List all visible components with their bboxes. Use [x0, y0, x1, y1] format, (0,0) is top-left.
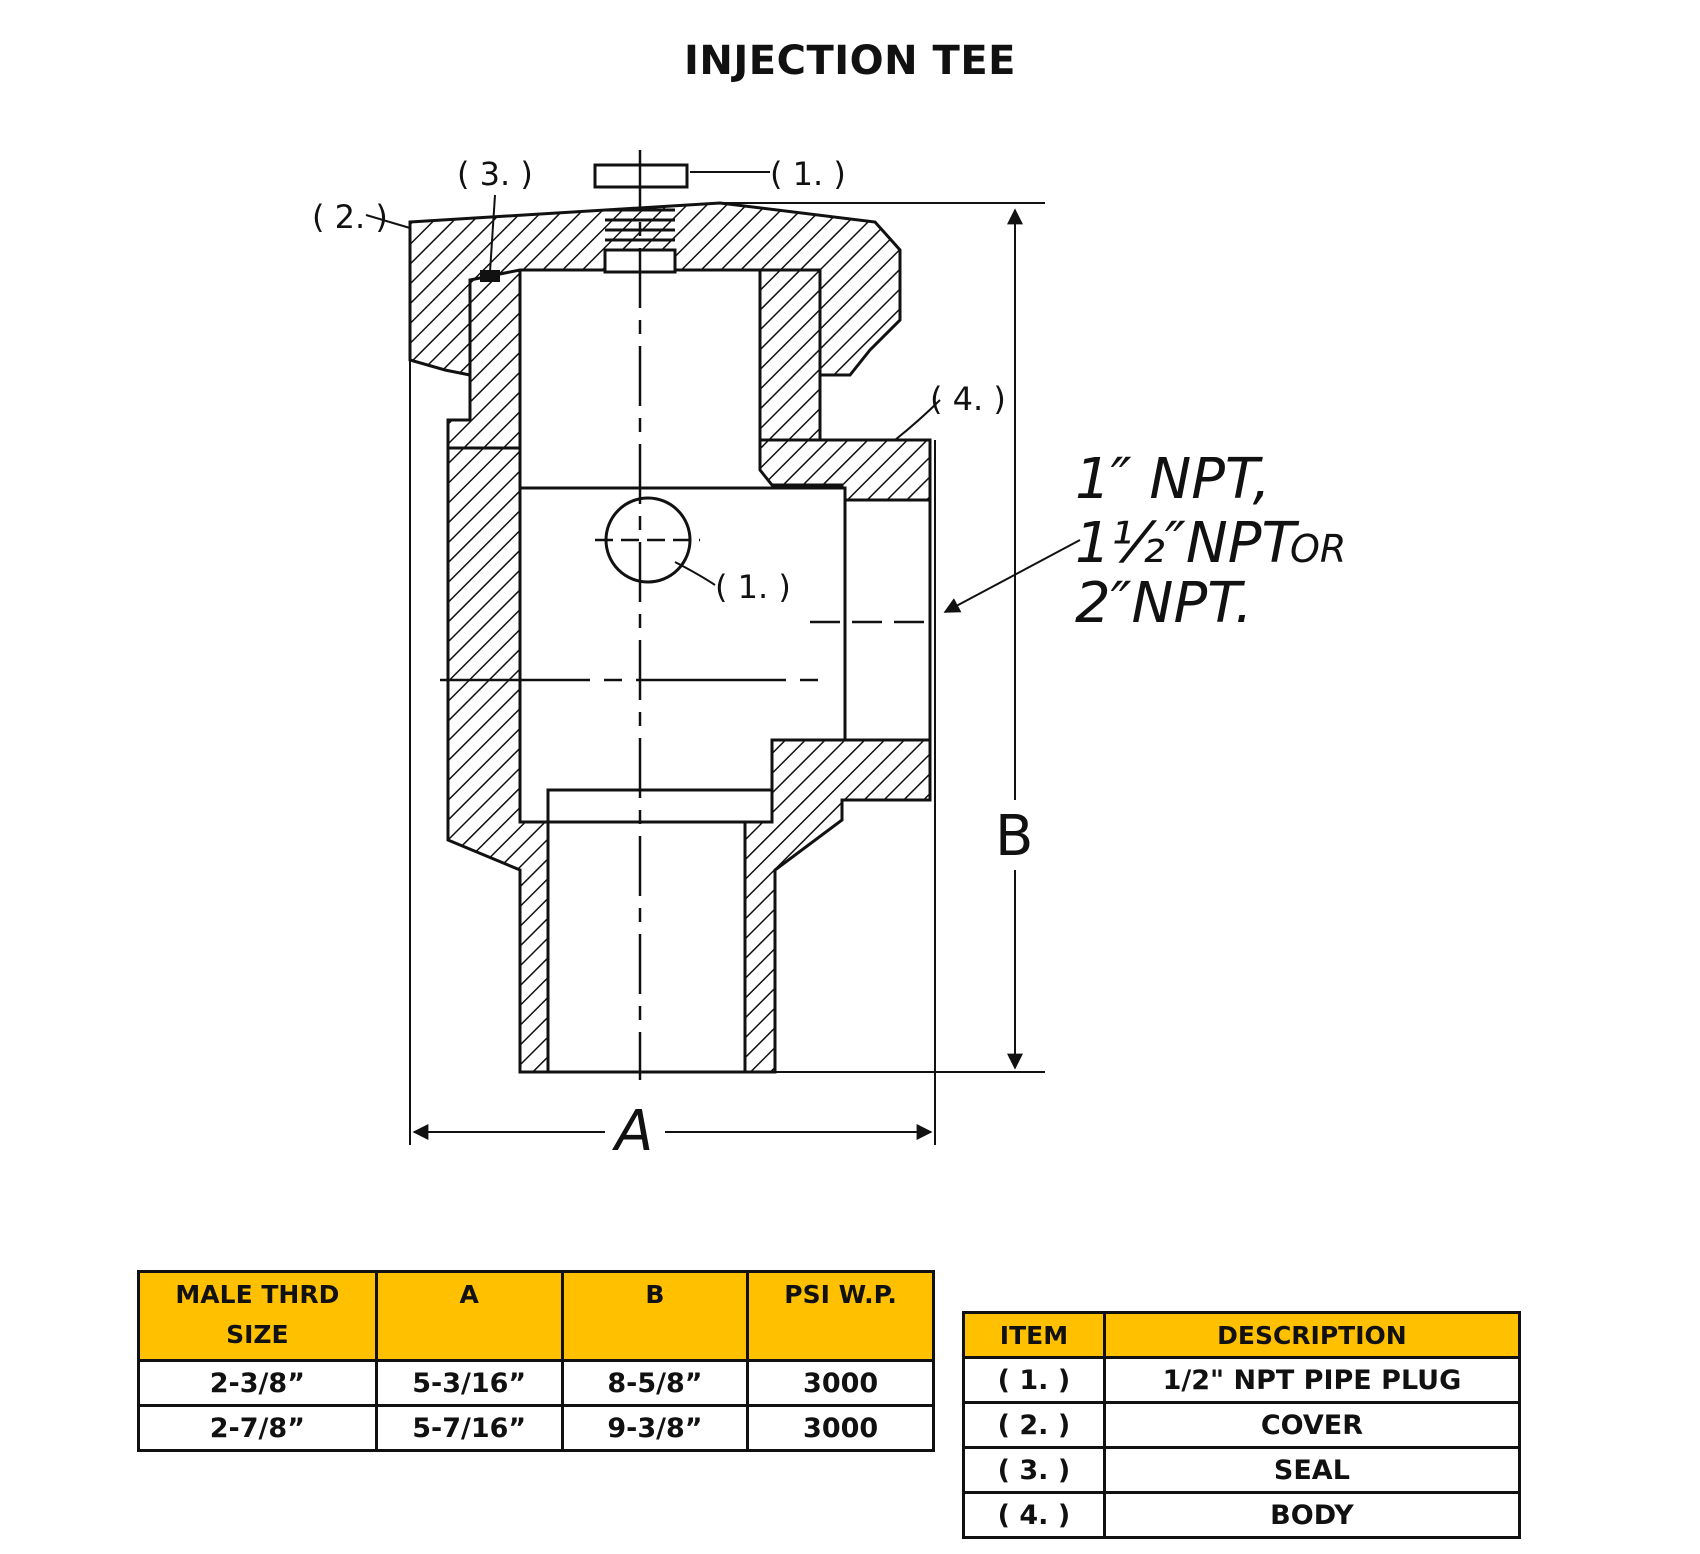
injection-tee-cross-section: ( 1. ) ( 2. ) ( 3. ) ( 4. ) ( 1. ) 1″ NP… [312, 150, 1346, 1164]
table-row: ( 2. ) COVER [962, 1401, 1522, 1449]
header-psi-wp: PSI W.P. [746, 1270, 935, 1362]
cell-item: ( 2. ) [962, 1401, 1106, 1449]
cell-psi: 3000 [746, 1359, 935, 1407]
header-a: A [374, 1270, 564, 1362]
parts-table: ITEM DESCRIPTION ( 1. ) 1/2" NPT PIPE PL… [962, 1311, 1522, 1539]
dimension-a-label: A [612, 1099, 653, 1164]
table-row: 2-7/8” 5-7/16” 9-3/8” 3000 [137, 1404, 935, 1452]
cell-item: ( 1. ) [962, 1356, 1106, 1404]
table-row: ( 1. ) 1/2" NPT PIPE PLUG [962, 1356, 1522, 1404]
size-table: MALE THRD SIZE A B PSI W.P. 2-3/8” 5-3/1… [137, 1270, 935, 1452]
outlet-note-line3: 2″NPT. [1075, 571, 1253, 636]
center-lines [440, 150, 935, 1080]
table-row: 2-3/8” 5-3/16” 8-5/8” 3000 [137, 1359, 935, 1407]
cell-item: ( 4. ) [962, 1491, 1106, 1539]
header-description: DESCRIPTION [1102, 1311, 1522, 1359]
outlet-note: 1″ NPT, 1½″NPT OR 2″NPT. [1075, 447, 1346, 636]
page-title: INJECTION TEE [684, 38, 1016, 84]
callout-item-4: ( 4. ) [930, 380, 1006, 418]
cell-a: 5-3/16” [374, 1359, 564, 1407]
cover-section [408, 201, 902, 377]
dimension-lines [409, 202, 1045, 1145]
cell-description: COVER [1102, 1401, 1522, 1449]
cell-b: 9-3/8” [560, 1404, 750, 1452]
cell-item: ( 3. ) [962, 1446, 1106, 1494]
size-table-header: MALE THRD SIZE A B PSI W.P. [137, 1270, 935, 1362]
table-row: ( 3. ) SEAL [962, 1446, 1522, 1494]
outlet-note-line1: 1″ NPT, [1075, 447, 1270, 512]
seal [480, 270, 500, 282]
cell-description: 1/2" NPT PIPE PLUG [1102, 1356, 1522, 1404]
callout-item-1-side: ( 1. ) [715, 568, 791, 606]
table-row: ( 4. ) BODY [962, 1491, 1522, 1539]
cell-psi: 3000 [746, 1404, 935, 1452]
leader-lines [365, 171, 1081, 613]
cell-b: 8-5/8” [560, 1359, 750, 1407]
cell-thread-size: 2-3/8” [137, 1359, 378, 1407]
parts-table-header: ITEM DESCRIPTION [962, 1311, 1522, 1359]
outlet-port [843, 440, 932, 800]
cell-description: SEAL [1102, 1446, 1522, 1494]
header-b: B [560, 1270, 750, 1362]
callout-item-3: ( 3. ) [457, 155, 533, 193]
header-male-thread-size: MALE THRD SIZE [137, 1270, 378, 1362]
outlet-note-or: OR [1290, 527, 1346, 571]
callout-item-1-top: ( 1. ) [770, 155, 846, 193]
callout-item-2: ( 2. ) [312, 198, 388, 236]
dimension-b-label: B [995, 804, 1033, 869]
cell-thread-size: 2-7/8” [137, 1404, 378, 1452]
header-item: ITEM [962, 1311, 1106, 1359]
cell-description: BODY [1102, 1491, 1522, 1539]
cell-a: 5-7/16” [374, 1404, 564, 1452]
outlet-note-line2: 1½″NPT [1075, 511, 1299, 576]
